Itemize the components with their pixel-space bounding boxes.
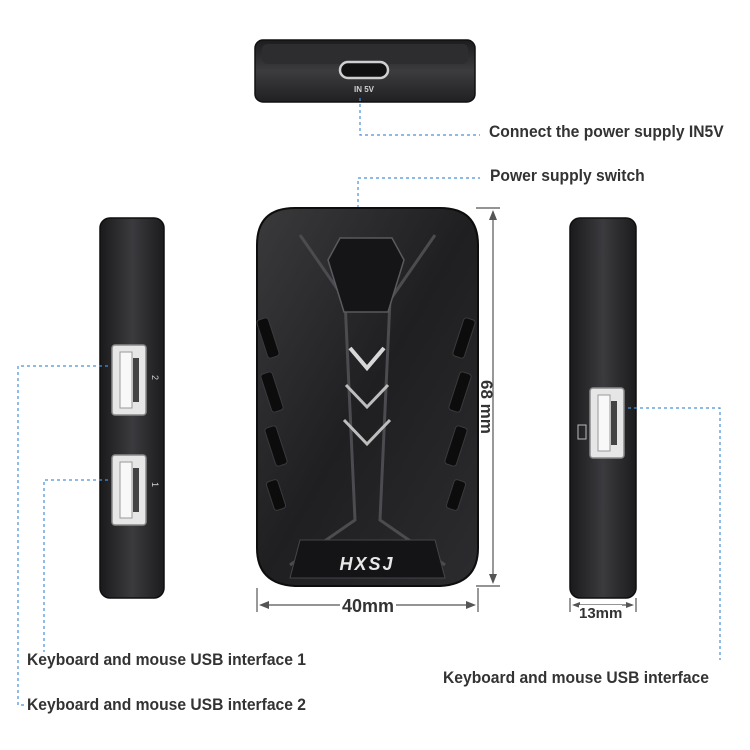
callout-usb1: Keyboard and mouse USB interface 1 — [27, 650, 307, 669]
port-label: IN 5V — [354, 85, 375, 94]
callout-line-power-in — [359, 98, 480, 136]
callout-line-usb1 — [43, 479, 108, 652]
callout-power-in: Connect the power supply IN5V — [489, 122, 724, 141]
dimension-thickness: 13mm — [579, 605, 623, 622]
power-button-icon — [327, 237, 405, 313]
chevron-down-icon — [344, 383, 390, 410]
front-view-device: HXSJ — [256, 207, 479, 587]
device-icon — [577, 424, 587, 440]
callout-usb-right: Keyboard and mouse USB interface — [443, 668, 709, 687]
usb-c-port-icon — [338, 60, 390, 80]
callout-line-usb2 — [17, 365, 108, 706]
top-view-device: IN 5V — [254, 39, 476, 103]
brand-logo: HXSJ — [339, 554, 394, 574]
callout-line-usb-right — [628, 407, 721, 660]
chevron-down-icon — [342, 418, 392, 447]
port-1-mark: 1 — [150, 482, 160, 487]
left-side-device: 2 1 — [99, 217, 165, 599]
callout-power-switch: Power supply switch — [490, 166, 645, 185]
dimension-height: 68 mm — [477, 380, 496, 434]
chevron-down-icon — [348, 346, 386, 372]
dimension-width: 40mm — [340, 596, 397, 617]
callout-usb2: Keyboard and mouse USB interface 2 — [27, 695, 307, 714]
right-side-device — [569, 217, 637, 599]
port-2-mark: 2 — [150, 375, 160, 380]
